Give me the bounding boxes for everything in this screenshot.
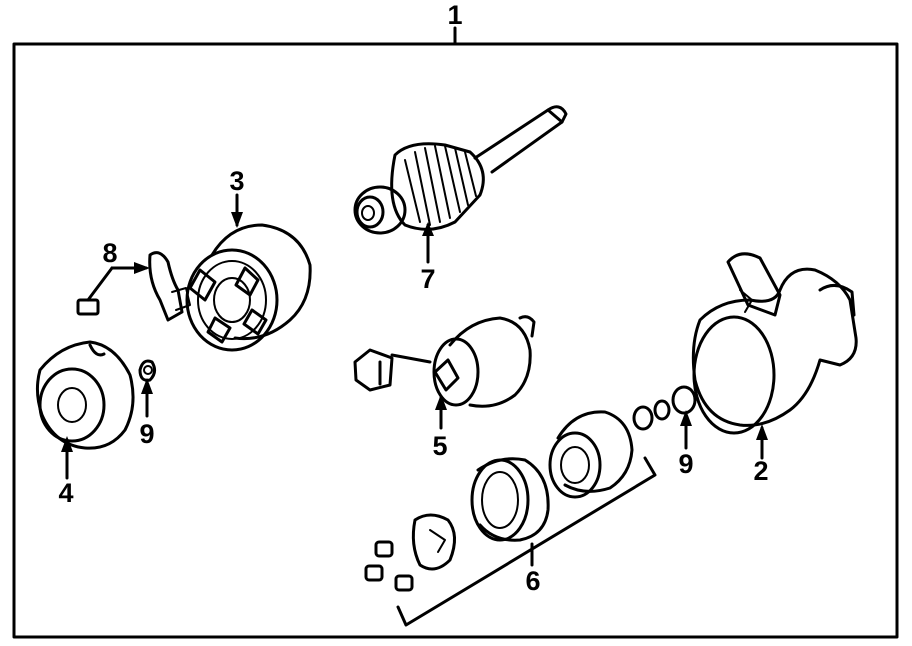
callout-brush: 8 xyxy=(102,238,117,268)
drive-gear-set-part xyxy=(364,410,657,627)
armature-part xyxy=(353,105,568,264)
housing-part xyxy=(691,252,858,460)
callout-brush-holder: 3 xyxy=(229,166,244,196)
brush-holder-part xyxy=(185,193,312,352)
callout-solenoid: 5 xyxy=(432,431,447,461)
end-cover-part xyxy=(35,340,135,480)
callout-ring-right: 9 xyxy=(678,449,693,479)
callout-armature: 7 xyxy=(420,264,435,294)
ring-left-part xyxy=(138,359,157,418)
ring-right-part xyxy=(632,385,697,450)
callout-housing: 2 xyxy=(753,456,768,486)
brush-part xyxy=(76,251,191,322)
callout-drive-gear-set: 6 xyxy=(525,566,540,596)
solenoid-part xyxy=(353,315,536,430)
callout-assembly: 1 xyxy=(447,0,462,30)
assembly-frame xyxy=(12,26,899,639)
callout-end-cover: 4 xyxy=(58,478,73,508)
callout-ring-left: 9 xyxy=(139,419,154,449)
